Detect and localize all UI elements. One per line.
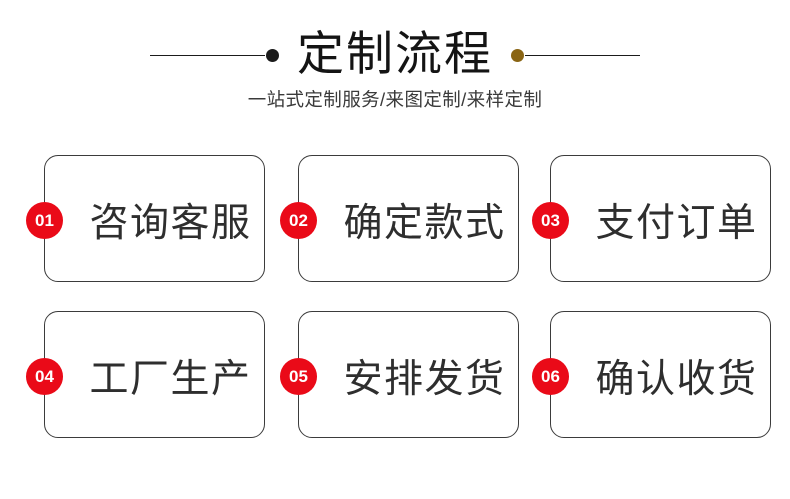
- step-number-badge: 06: [532, 358, 569, 395]
- step-label: 安排发货: [343, 357, 506, 401]
- step-number-badge: 01: [26, 202, 63, 239]
- step-label: 工厂生产: [89, 357, 252, 401]
- step-number-badge: 04: [26, 358, 63, 395]
- page-header: 定制流程 一站式定制服务/来图定制/来样定制: [0, 0, 790, 130]
- step-card-06[interactable]: 06 确认收货: [532, 311, 771, 438]
- step-card-02[interactable]: 02 确定款式: [280, 155, 519, 282]
- step-label: 确认收货: [595, 357, 758, 401]
- step-number-badge: 05: [280, 358, 317, 395]
- title-dot-left-icon: [266, 48, 279, 62]
- step-label: 确定款式: [343, 201, 506, 245]
- title-row: 定制流程: [0, 26, 790, 84]
- page-title: 定制流程: [297, 29, 493, 81]
- step-card-03[interactable]: 03 支付订单: [532, 155, 771, 282]
- step-number-badge: 02: [280, 202, 317, 239]
- step-number-badge: 03: [532, 202, 569, 239]
- title-dot-right-icon: [511, 48, 524, 62]
- step-card-01[interactable]: 01 咨询客服: [26, 155, 265, 282]
- step-label: 咨询客服: [89, 201, 252, 245]
- title-rule-left: [150, 54, 265, 56]
- steps-grid: 01 咨询客服 02 确定款式 03 支付订单 04 工厂生产 05 安排发货 …: [26, 155, 771, 438]
- page-subtitle: 一站式定制服务/来图定制/来样定制: [247, 89, 543, 110]
- step-card-05[interactable]: 05 安排发货: [280, 311, 519, 438]
- step-card-04[interactable]: 04 工厂生产: [26, 311, 265, 438]
- title-rule-right: [525, 54, 640, 56]
- step-label: 支付订单: [595, 201, 758, 245]
